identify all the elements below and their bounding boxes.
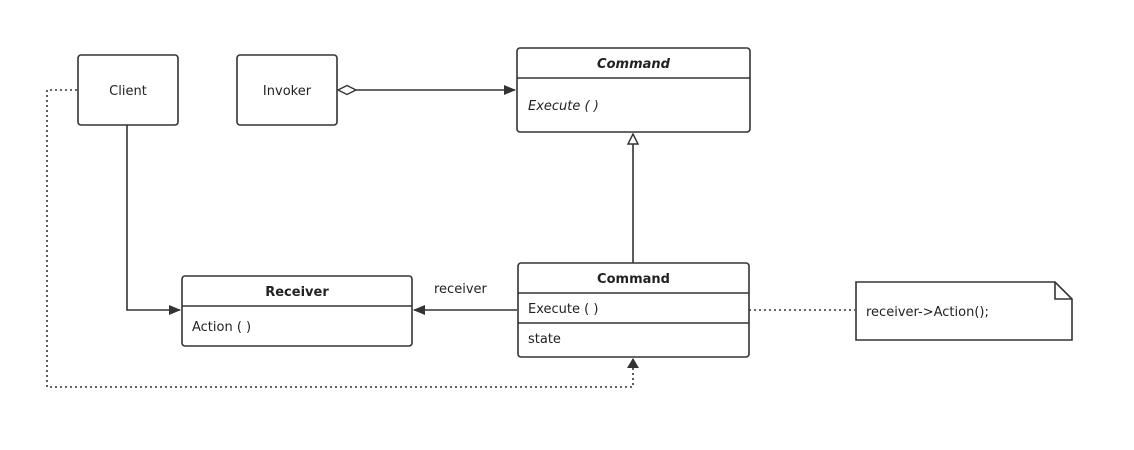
command-abstract-method: Execute ( ) — [528, 99, 599, 114]
command-concrete-attribute: state — [528, 332, 561, 347]
receiver-class[interactable]: Receiver Action ( ) — [181, 275, 413, 347]
command-concrete-title: Command — [597, 272, 670, 287]
note-text: receiver->Action(); — [866, 305, 989, 320]
client-to-command-dependency-edge — [46, 89, 639, 388]
receiver-method: Action ( ) — [192, 320, 251, 335]
client-to-receiver-edge — [126, 125, 181, 315]
note-fold-icon — [1054, 282, 1072, 300]
receiver-title: Receiver — [265, 285, 329, 300]
aggregation-diamond-icon — [336, 84, 358, 96]
invoker-label: Invoker — [263, 84, 312, 99]
client-class[interactable]: Client — [77, 54, 179, 126]
note[interactable]: receiver->Action(); — [855, 281, 1073, 341]
command-abstract-class[interactable]: Command Execute ( ) — [516, 47, 751, 133]
invoker-class[interactable]: Invoker — [236, 54, 338, 126]
client-label: Client — [109, 84, 147, 99]
command-concrete-class[interactable]: Command Execute ( ) state — [517, 262, 750, 358]
command-concrete-method: Execute ( ) — [528, 302, 598, 317]
association-label-receiver: receiver — [434, 282, 488, 297]
command-abstract-title: Command — [597, 57, 671, 72]
